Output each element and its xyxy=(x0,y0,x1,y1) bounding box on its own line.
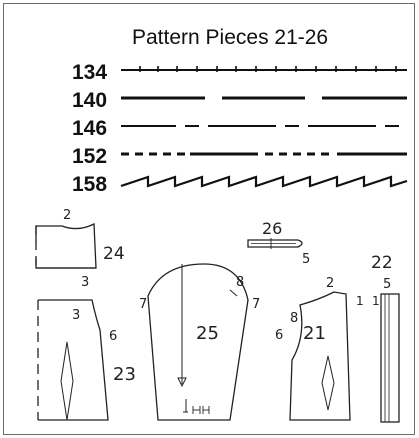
pattern-piece-21 xyxy=(289,291,351,421)
pattern-piece-23 xyxy=(37,299,109,421)
piece-26-number: 26 xyxy=(262,219,282,238)
sheet-title: Pattern Pieces 21-26 xyxy=(132,26,329,49)
piece-21-mark-8: 8 xyxy=(290,311,298,326)
piece-21-mark-6: 6 xyxy=(275,328,283,343)
size-label-146: 146 xyxy=(72,117,107,140)
pattern-sheet: Pattern Pieces 21-26 xyxy=(3,3,415,435)
piece-25-mark-8: 8 xyxy=(236,275,244,290)
piece-22-mark-5: 5 xyxy=(383,277,391,292)
piece-23-mark-3: 3 xyxy=(72,308,80,323)
pattern-piece-26 xyxy=(247,238,303,249)
piece-24-mark-2: 2 xyxy=(63,208,71,223)
piece-25-mark-7-right: 7 xyxy=(252,297,260,312)
size-label-134: 134 xyxy=(72,61,107,84)
piece-21-number: 21 xyxy=(303,323,326,344)
line-style-158 xyxy=(120,175,408,188)
pattern-piece-25 xyxy=(147,263,249,421)
piece-22-number: 22 xyxy=(371,253,393,273)
line-style-134 xyxy=(121,66,407,72)
piece-21-mark-2: 2 xyxy=(326,276,334,291)
size-legend: 134 140 146 xyxy=(72,61,408,196)
piece-22-mark-1b: 1 xyxy=(372,294,380,308)
size-label-158: 158 xyxy=(72,173,107,196)
size-label-140: 140 xyxy=(72,89,107,112)
piece-26-mark-5: 5 xyxy=(302,252,310,267)
piece-22-mark-1a: 1 xyxy=(356,294,364,308)
piece-23-mark-6: 6 xyxy=(109,329,117,344)
piece-25-mark-7-left: 7 xyxy=(139,297,147,312)
piece-23-number: 23 xyxy=(113,364,136,385)
piece-25-number: 25 xyxy=(196,323,219,344)
piece-24-number: 24 xyxy=(103,244,125,264)
size-label-152: 152 xyxy=(72,145,107,168)
pattern-piece-24 xyxy=(35,222,97,269)
pattern-piece-22 xyxy=(380,293,400,423)
piece-24-mark-3: 3 xyxy=(81,275,89,290)
